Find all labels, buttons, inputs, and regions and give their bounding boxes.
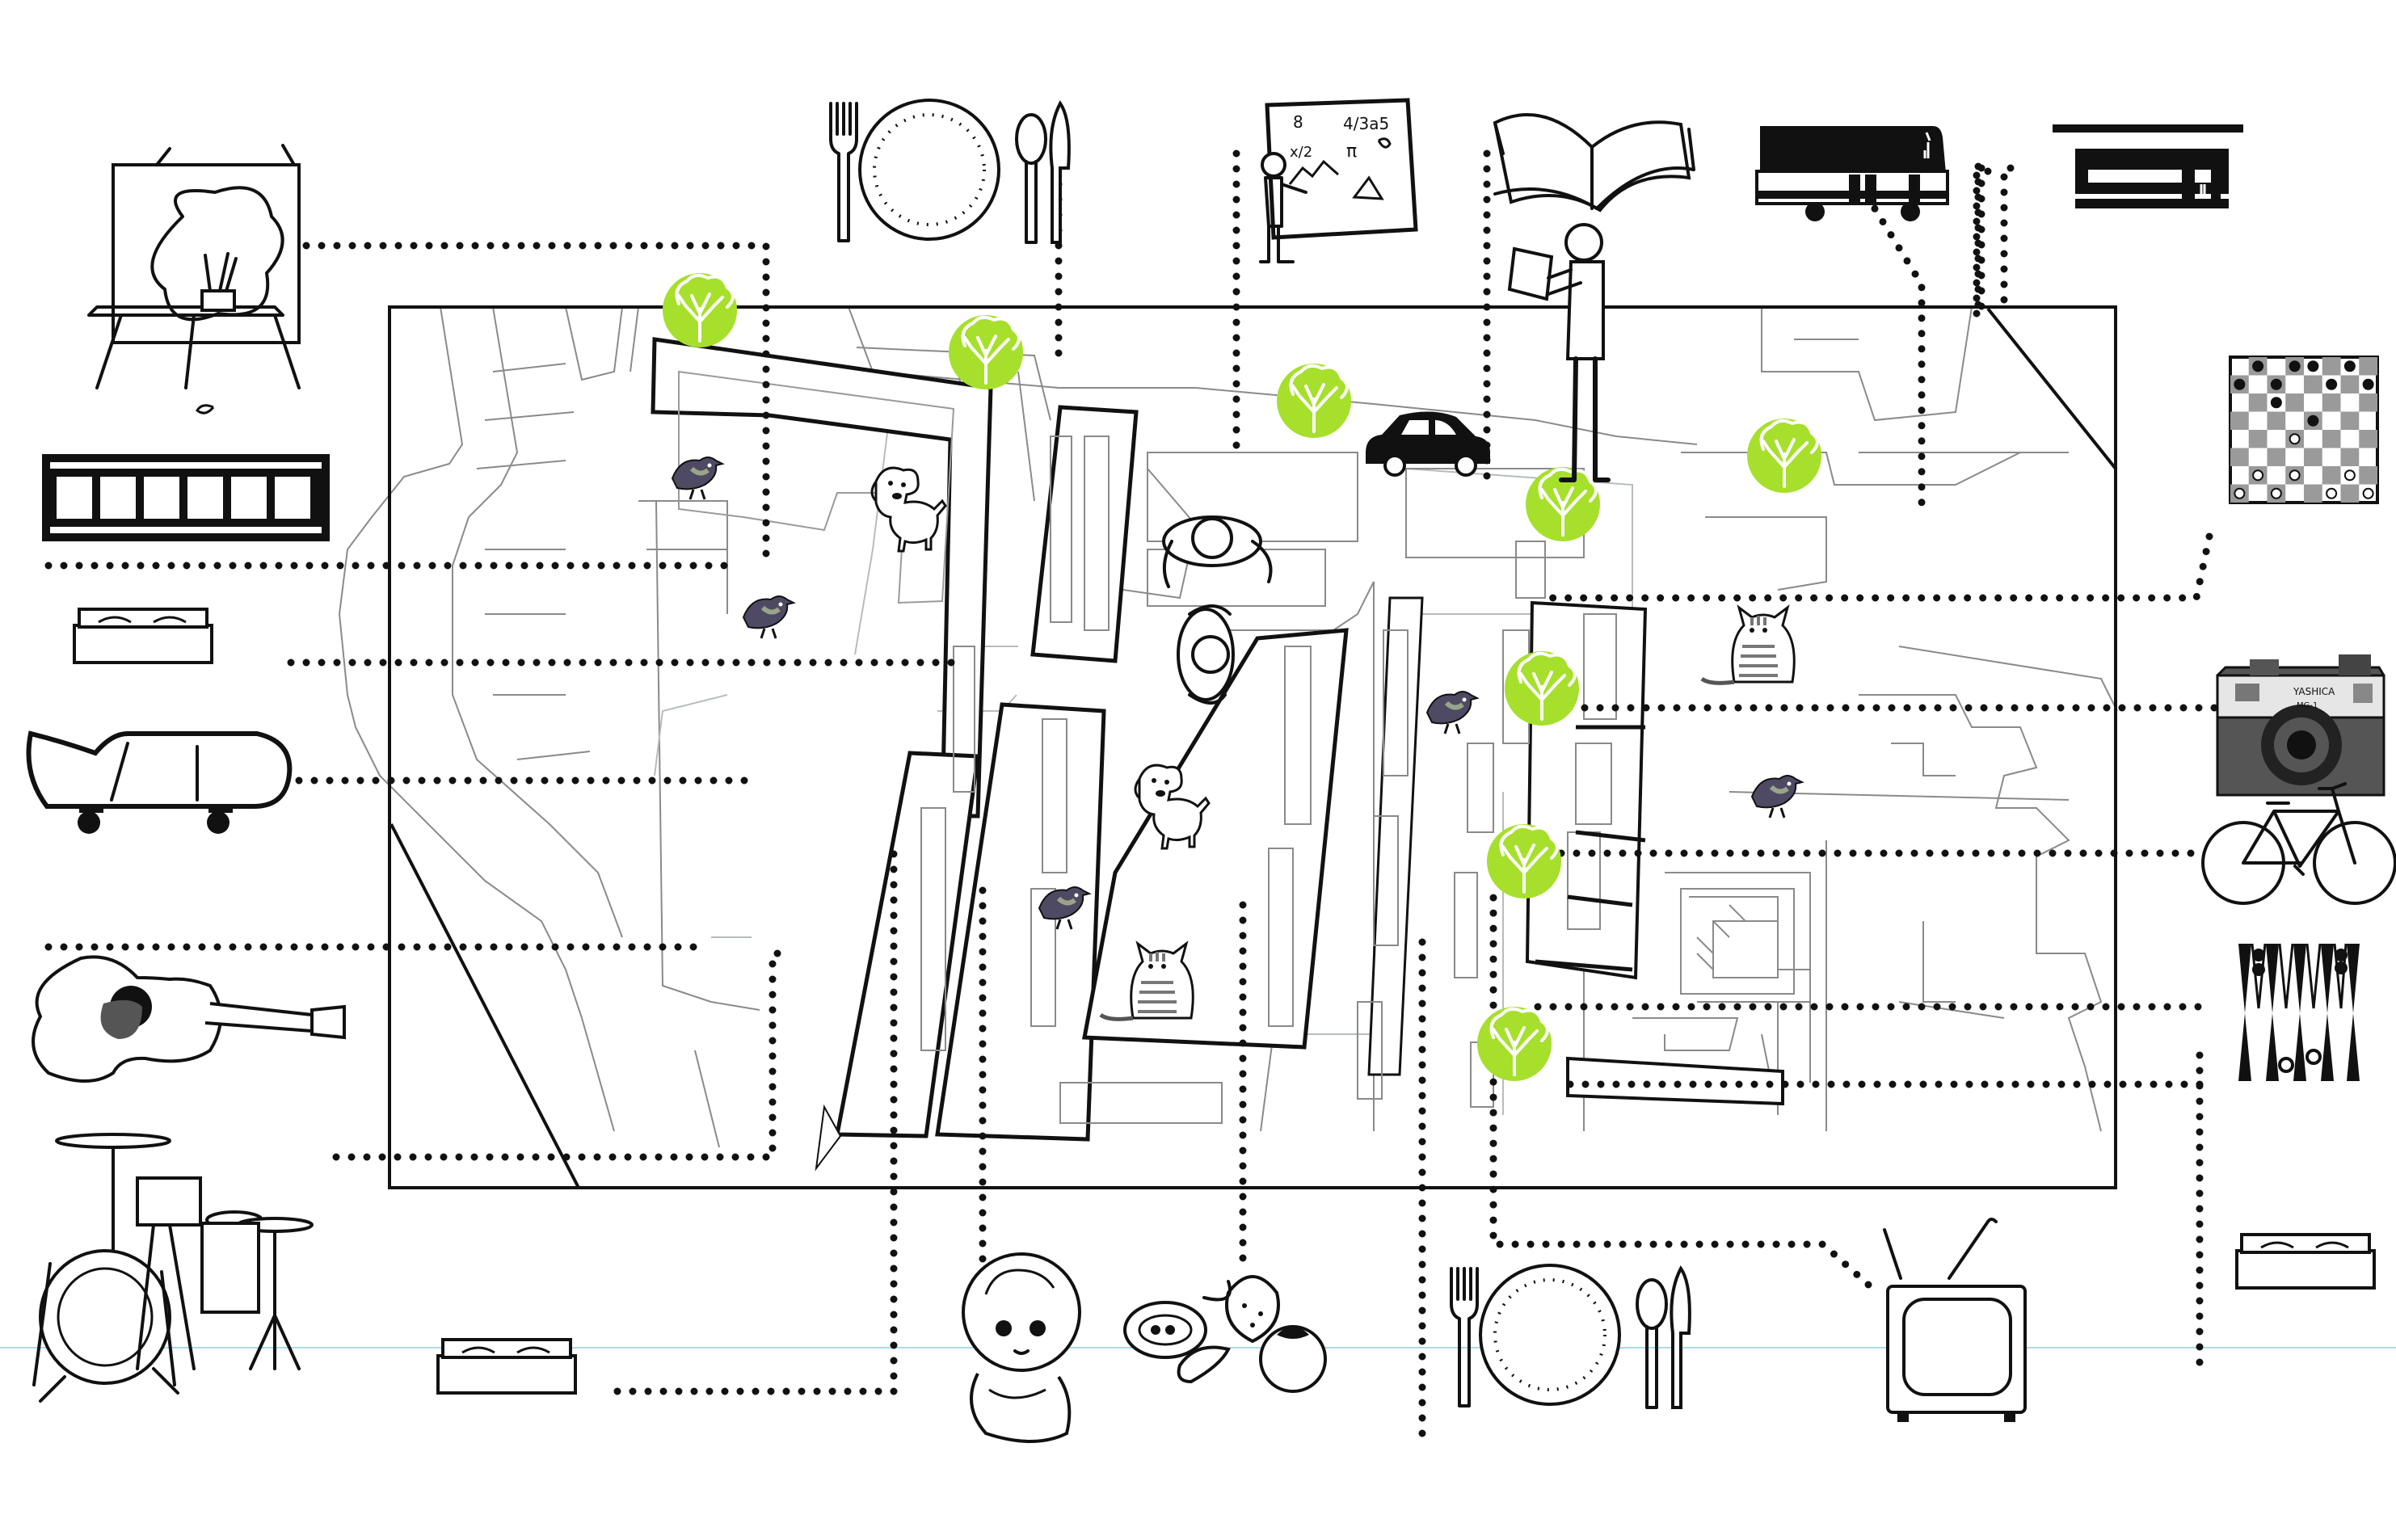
guitar-icon	[32, 955, 346, 1083]
camera-icon: YASHICA MG-1	[2216, 654, 2385, 797]
chess-piece	[2362, 378, 2374, 390]
chess-board-icon	[2229, 356, 2379, 504]
chess-square	[2340, 484, 2360, 503]
person-top-view-icon	[1162, 515, 1273, 588]
person-top-view-icon	[1177, 604, 1235, 705]
dog-icon	[870, 466, 947, 553]
tree-icon	[1275, 362, 1353, 440]
chess-piece	[2234, 487, 2246, 499]
tree-icon	[661, 271, 739, 349]
bus-icon	[1755, 126, 1949, 221]
chess-piece	[2326, 487, 2338, 499]
chess-square	[2267, 411, 2286, 430]
chess-piece	[2343, 360, 2356, 372]
tree-icon	[1485, 823, 1563, 900]
television-icon	[1883, 1218, 2027, 1422]
tree-icon	[1503, 650, 1581, 727]
chess-square	[2230, 448, 2249, 466]
dinner-plate-icon	[829, 99, 1071, 244]
chess-square	[2322, 466, 2341, 485]
chess-square	[2248, 430, 2268, 448]
bird-icon	[743, 596, 794, 638]
cat-icon	[1702, 608, 1794, 683]
map-frame	[388, 305, 2117, 1189]
film-strip-icon	[42, 454, 330, 541]
chess-piece	[2289, 433, 2301, 445]
tram-icon	[2053, 124, 2243, 208]
site-map	[338, 305, 2118, 1189]
chess-square	[2322, 357, 2341, 376]
chess-piece	[2270, 487, 2282, 499]
chess-square	[2359, 357, 2377, 376]
chess-piece	[2362, 487, 2374, 499]
car-icon	[1366, 411, 1490, 477]
chess-square	[2340, 411, 2360, 430]
bed-icon	[436, 1338, 577, 1395]
building-blocks	[651, 337, 1784, 1172]
chess-square	[2248, 393, 2268, 412]
svg-text:x/2: x/2	[1290, 144, 1312, 161]
chess-piece	[2326, 378, 2338, 390]
svg-text:8: 8	[1293, 112, 1303, 132]
tree-icon	[947, 313, 1025, 391]
svg-text:MG-1: MG-1	[2297, 701, 2318, 710]
svg-text:π: π	[1346, 141, 1357, 162]
vegetables-icon	[1123, 1275, 1327, 1393]
chess-square	[2340, 448, 2360, 466]
chess-piece	[2307, 414, 2319, 427]
chess-piece	[2343, 469, 2356, 482]
chess-square	[2359, 430, 2377, 448]
chess-square	[2267, 448, 2286, 466]
inner-buildings	[678, 370, 1795, 1124]
chess-piece	[2289, 360, 2301, 372]
chess-piece	[2252, 469, 2264, 482]
dinner-plate-icon	[1450, 1264, 1691, 1409]
book-icon	[1493, 113, 1695, 212]
easel-icon	[87, 144, 301, 414]
bird-icon	[672, 457, 722, 499]
chess-piece	[2307, 360, 2319, 372]
chess-piece	[2252, 360, 2264, 372]
chess-square	[2304, 484, 2322, 503]
tree-icon	[1745, 417, 1823, 494]
chess-piece	[2270, 397, 2282, 409]
chess-square	[2230, 411, 2249, 430]
chess-square	[2359, 393, 2377, 412]
skateboard-icon	[26, 730, 293, 834]
chess-piece	[2270, 378, 2282, 390]
svg-text:4/3a5: 4/3a5	[1343, 114, 1389, 133]
chess-square	[2304, 375, 2322, 393]
chess-square	[2304, 448, 2322, 466]
baby-icon	[962, 1252, 1081, 1443]
chess-square	[2340, 375, 2360, 393]
svg-text:YASHICA: YASHICA	[2293, 686, 2335, 697]
chess-square	[2322, 393, 2341, 412]
bicycle-icon	[2201, 782, 2396, 905]
backgammon-icon	[2238, 943, 2360, 1081]
chess-square	[2359, 466, 2377, 485]
tree-icon	[1476, 1005, 1553, 1083]
bird-icon	[1427, 692, 1477, 734]
bed-icon	[2235, 1233, 2376, 1290]
bird-icon	[1752, 776, 1802, 818]
teacher-blackboard-icon: 8 4/3a5 x/2 π	[1259, 98, 1418, 263]
bed-icon	[73, 608, 213, 664]
chess-square	[2285, 393, 2304, 412]
reading-person-icon	[1507, 223, 1611, 482]
chess-piece	[2234, 378, 2246, 390]
drum-kit-icon	[32, 1133, 314, 1403]
chess-square	[2322, 430, 2341, 448]
chess-piece	[2289, 469, 2301, 482]
